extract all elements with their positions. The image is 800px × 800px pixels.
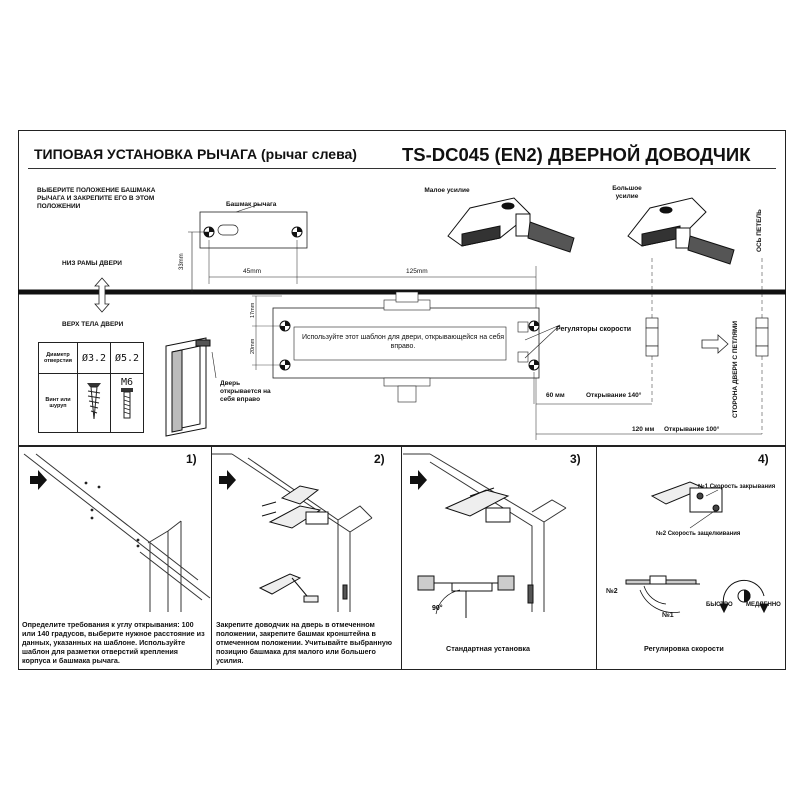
step2-arm <box>258 573 319 603</box>
dim-33: 33mm <box>179 253 185 270</box>
step-3-number: 3) <box>570 452 581 466</box>
door-top-label: ВЕРХ ТЕЛА ДВЕРИ <box>62 321 124 328</box>
step-2-text: Закрепите доводчик на дверь в отмеченном… <box>216 620 392 665</box>
step3-arrow-icon <box>410 470 427 490</box>
step2-door <box>212 453 373 612</box>
hinge-side-label: СТОРОНА ДВЕРИ С ПЕТЛЯМИ <box>732 320 739 418</box>
up-down-arrow-icon <box>94 277 110 313</box>
screw-label: Винт или шуруп <box>38 373 78 433</box>
step3-closer <box>444 487 511 523</box>
body-hole-br <box>528 359 540 371</box>
label-fast: БЫСТРО <box>706 602 733 608</box>
step-1-number: 1) <box>186 452 197 466</box>
panel-divider-3 <box>596 446 597 670</box>
shoe-plate <box>199 211 308 249</box>
door-opens-label: Дверь открывается на себя вправо <box>220 380 271 404</box>
spec-table: Диаметр отверстия Ø3.2 Ø5.2 Винт или шур… <box>38 342 144 433</box>
template-text: Используйте этот шаблон для двери, откры… <box>301 334 505 351</box>
hole-value-2: Ø5.2 <box>110 342 144 374</box>
label-n1: №1 <box>662 612 674 619</box>
label-slow: МЕДЛЕННО <box>746 602 781 608</box>
page-title-right: TS-DC045 (EN2) ДВЕРНОЙ ДОВОДЧИК <box>402 144 751 165</box>
speed-regulators-label: Регуляторы скорости <box>556 326 632 333</box>
step3-plan <box>417 575 515 618</box>
step4-plan <box>625 575 700 613</box>
closer-template <box>272 307 540 379</box>
open-140: Открывание 140° <box>586 392 642 399</box>
step3-hinge <box>527 584 534 604</box>
step2-arrow-icon <box>219 470 236 490</box>
door-sketch-icon <box>165 337 211 437</box>
body-hole-tl <box>279 320 291 332</box>
dim-125: 125mm <box>406 268 428 275</box>
step3-door <box>403 453 567 612</box>
select-shoe-note: ВЫБЕРИТЕ ПОЛОЖЕНИЕ БАШМАКА РЫЧАГА И ЗАКР… <box>37 187 156 211</box>
step3-angle: 90° <box>432 604 443 612</box>
body-hole-tr <box>528 320 540 332</box>
step-3-text: Стандартная установка <box>446 644 531 653</box>
step-1-text: Определите требования к углу открывания:… <box>22 620 205 665</box>
right-arrow-icon <box>701 334 729 354</box>
label-n2: №2 <box>606 588 618 595</box>
dim-60: 60 мм <box>546 392 565 399</box>
hinge-axis-label: ОСЬ ПЕТЕЛЬ <box>756 209 763 252</box>
step-2-number: 2) <box>374 452 385 466</box>
step1-marks <box>84 481 140 548</box>
dim-17: 17mm <box>250 302 256 318</box>
shoe-label: Башмак рычага <box>226 201 277 208</box>
step1-door <box>23 453 211 612</box>
speed-closing-label: №1 Скорость закрывания <box>698 484 776 490</box>
hinge-pin-140 <box>645 317 659 357</box>
large-force-label: Большое усилие <box>612 185 642 201</box>
dim-120: 120 мм <box>632 426 655 433</box>
bottom-panel-frame <box>18 446 786 670</box>
open-100: Открывание 100° <box>664 426 720 433</box>
arm-large-force <box>627 197 735 265</box>
title-underline <box>28 168 776 169</box>
speed-latching-label: №2 Скорость защелкивания <box>656 531 741 537</box>
step1-arrow-icon <box>30 470 47 490</box>
step4-closer <box>650 481 723 513</box>
page-title-left: ТИПОВАЯ УСТАНОВКА РЫЧАГА (рычаг слева) <box>34 146 357 162</box>
screw-value: M6 <box>120 377 134 388</box>
machine-screw-icon <box>121 388 133 419</box>
panel-divider-2 <box>401 446 402 670</box>
step2-closer <box>261 485 329 529</box>
wood-screw-icon <box>77 373 111 433</box>
dim-45: 45mm <box>243 268 262 275</box>
arm-small-force <box>447 197 575 253</box>
frame-bottom-label: НИЗ РАМЫ ДВЕРИ <box>62 260 122 267</box>
speed-dial-icon <box>719 579 769 614</box>
hole-label: Диаметр отверстия <box>38 342 78 374</box>
step2-hinge <box>342 584 348 600</box>
panel-divider-1 <box>211 446 212 670</box>
hole-value-1: Ø3.2 <box>77 342 111 374</box>
hinge-pin-100 <box>755 317 769 357</box>
shoe-hole-right <box>291 226 303 238</box>
small-force-label: Малое усилие <box>424 187 470 194</box>
step-4-number: 4) <box>758 452 769 466</box>
body-hole-bl <box>279 359 291 371</box>
step-4-text: Регулировка скорости <box>644 644 724 653</box>
dim-20: 20mm <box>250 338 256 354</box>
top-panel-frame <box>18 130 786 446</box>
